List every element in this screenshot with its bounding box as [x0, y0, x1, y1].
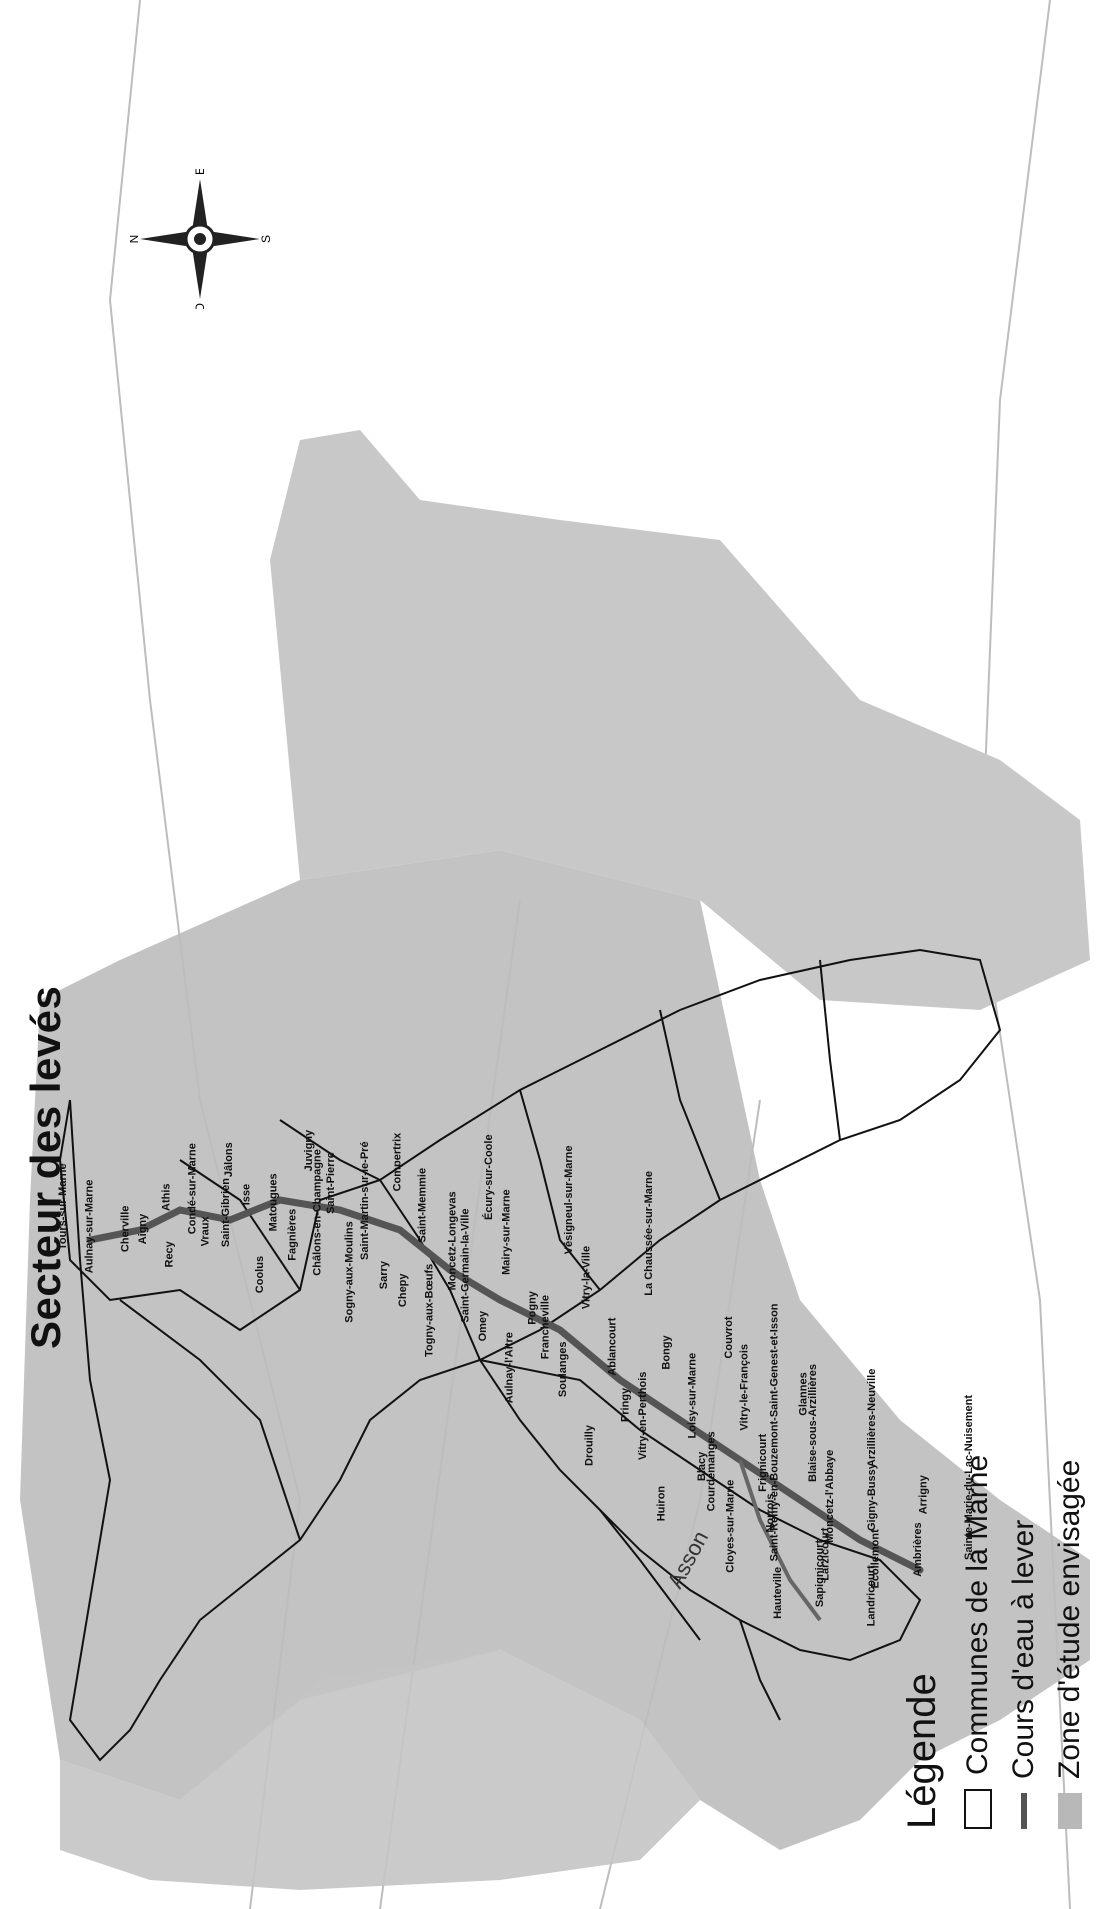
- study-zone: [20, 850, 1090, 1850]
- commune-label: Saint-Pierre: [325, 1152, 337, 1214]
- commune-label: Saint-Martin-sur-le-Pré: [359, 1141, 371, 1260]
- commune-label: Ablancourt: [607, 1317, 619, 1375]
- commune-label: Isse: [240, 1184, 252, 1205]
- commune-label: Aigny: [137, 1213, 149, 1244]
- commune-label: Courdemanges: [706, 1431, 718, 1511]
- study-zone-north: [270, 430, 1090, 1010]
- commune-label: Drouilly: [583, 1424, 595, 1466]
- study-zone-south: [60, 1650, 700, 1890]
- compass-s: S: [259, 235, 270, 243]
- commune-label: Pogny: [527, 1290, 539, 1324]
- commune-label: Mairy-sur-Marne: [500, 1189, 512, 1275]
- commune-label: Compertrix: [392, 1132, 404, 1192]
- commune-label: Condé-sur-Marne: [187, 1143, 199, 1234]
- commune-label: Chepy: [397, 1273, 409, 1308]
- commune-label: Saint-Rémy-en-Bouzemont-Saint-Genest-et-…: [768, 1303, 780, 1561]
- commune-label: Landricourt: [865, 1565, 877, 1626]
- commune-label: Togny-aux-Bœufs: [423, 1264, 435, 1357]
- commune-label: Matougues: [268, 1173, 280, 1231]
- commune-label: Francheville: [540, 1295, 552, 1359]
- commune-label: Vraux: [200, 1216, 212, 1247]
- commune-label: Larzicourt: [820, 1527, 832, 1581]
- compass-o: O: [193, 303, 207, 309]
- commune-label: Cherville: [120, 1206, 132, 1252]
- commune-label: Écury-sur-Coole: [482, 1134, 495, 1220]
- commune-label: Hauteville: [772, 1567, 784, 1619]
- commune-label: Sarry: [378, 1260, 390, 1289]
- commune-label: Moncetz-Longevas: [447, 1191, 459, 1290]
- commune-label: Saint-Memmie: [417, 1168, 429, 1243]
- commune-label: Vitry-le-François: [738, 1344, 750, 1431]
- commune-label: Blacy: [696, 1451, 708, 1481]
- commune-label: Cloyes-sur-Marne: [724, 1480, 736, 1573]
- commune-label: La Chaussée-sur-Marne: [643, 1171, 655, 1296]
- commune-label: Vitry-la-Ville: [580, 1246, 592, 1309]
- commune-label: Châlons-en-Champagne: [311, 1149, 323, 1276]
- river-line: [86, 1196, 924, 1574]
- commune-label: Arrigny: [917, 1474, 929, 1514]
- commune-label: Aulnay-l'Aître: [503, 1332, 515, 1403]
- commune-label: Vésigneul-sur-Marne: [563, 1145, 575, 1254]
- commune-label: Arzillières-Neuville: [866, 1369, 878, 1467]
- commune-label: Sogny-aux-Moulins: [343, 1221, 355, 1322]
- compass-n: N: [130, 235, 141, 244]
- commune-label: Juvigny: [303, 1129, 315, 1171]
- commune-label: Recy: [163, 1240, 175, 1267]
- commune-label: Blaise-sous-Arzillières: [807, 1364, 819, 1482]
- commune-label: Athis: [160, 1184, 172, 1212]
- commune-label: Soulanges: [557, 1341, 569, 1397]
- commune-label: Couvrot: [723, 1316, 735, 1359]
- commune-label: Vitry-en-Perthois: [637, 1372, 649, 1460]
- commune-label: Omey: [477, 1310, 489, 1341]
- compass-rose-icon: N S E O: [130, 169, 270, 309]
- commune-label: Gigny-Bussy: [866, 1462, 878, 1531]
- commune-label: Saint-Germain-la-Ville: [460, 1208, 472, 1322]
- commune-label: Glannes: [797, 1372, 809, 1415]
- commune-label: Moncetz-l'Abbaye: [824, 1450, 836, 1543]
- commune-label: Ambrières: [912, 1522, 924, 1576]
- commune-label: Bongy: [660, 1334, 672, 1369]
- commune-label: Sapignicourt: [814, 1540, 826, 1608]
- commune-label: Norrois: [764, 1493, 776, 1532]
- commune-label: Sainte-Marie-du-Lac-Nuisement: [963, 1395, 975, 1560]
- tributary-line: [738, 1459, 822, 1622]
- commune-label: Aulnay-sur-Marne: [83, 1180, 95, 1274]
- commune-label: Fagnières: [286, 1209, 298, 1261]
- commune-label: Pringy: [620, 1387, 632, 1422]
- commune-label: Saint-Gibrien: [220, 1178, 232, 1247]
- commune-label: Tours-sur-Marne: [57, 1163, 69, 1250]
- commune-label: Frignicourt: [757, 1434, 769, 1492]
- commune-label: Jâlons: [223, 1142, 235, 1177]
- commune-label: Écollemont: [869, 1529, 882, 1589]
- commune-label: Coolus: [254, 1256, 266, 1293]
- commune-label: Huiron: [656, 1486, 668, 1522]
- commune-label: Loisy-sur-Marne: [687, 1353, 699, 1439]
- compass-e: E: [193, 169, 207, 175]
- commune-outlines: [58, 948, 1002, 1762]
